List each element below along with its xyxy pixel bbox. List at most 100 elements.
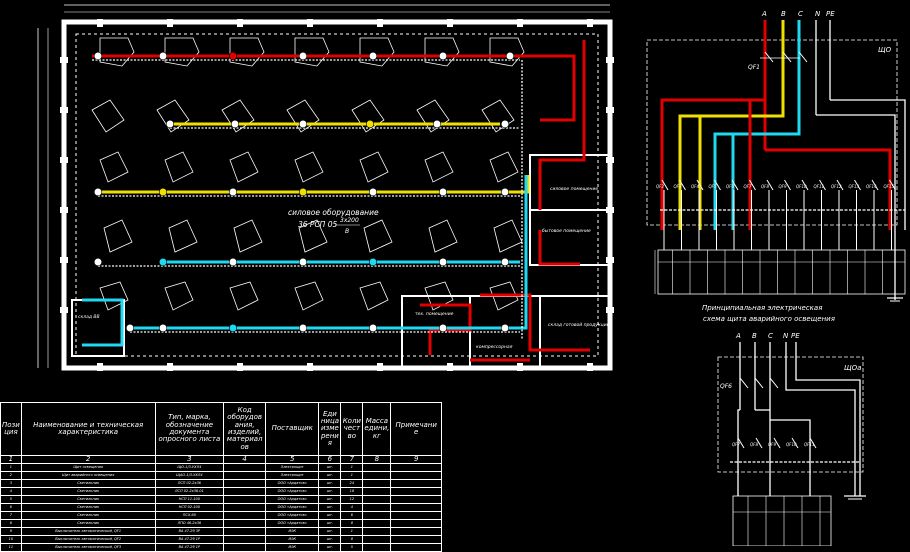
light-fixture-icon bbox=[228, 187, 238, 197]
breaker-label: QF8 bbox=[750, 442, 758, 447]
small-panel-label: ЩОа bbox=[844, 364, 861, 372]
table-header-cell: Тип, марка, обозначение документа опросн… bbox=[154, 402, 225, 456]
table-cell: Светильник bbox=[20, 519, 156, 529]
wall-column bbox=[377, 363, 383, 371]
table-cell bbox=[390, 519, 442, 529]
machine-outline bbox=[428, 219, 458, 253]
machine-outline bbox=[294, 37, 330, 67]
breaker-contact bbox=[791, 437, 799, 449]
machine-outline bbox=[489, 281, 519, 311]
table-cell bbox=[390, 543, 442, 552]
breaker-contact bbox=[737, 437, 745, 449]
room-label-4: склад готовой продукции bbox=[548, 322, 610, 328]
table-cell: ВА 47-29 1P bbox=[154, 543, 225, 552]
room-label-1: склад ВВ bbox=[78, 314, 100, 320]
breaker-label: QF14 bbox=[866, 184, 877, 189]
breaker-label: QF10 bbox=[796, 184, 807, 189]
table-cell: ООО «Ардатов» bbox=[265, 511, 320, 521]
breaker-contact bbox=[809, 437, 817, 449]
machine-outline bbox=[164, 281, 194, 311]
room-label-3: силовое помещение bbox=[550, 187, 598, 192]
table-cell: ЩО-1/3-УХЛ4 bbox=[154, 463, 225, 473]
light-fixtures bbox=[93, 51, 515, 333]
table-cell bbox=[362, 487, 392, 497]
table-cell: 1 bbox=[340, 471, 364, 481]
light-fixture-icon bbox=[158, 257, 168, 267]
small-schematic-table-grid bbox=[733, 496, 831, 546]
breaker-contact bbox=[836, 179, 844, 191]
table-cell: ООО «Ардатов» bbox=[265, 479, 320, 489]
table-cell bbox=[362, 495, 392, 505]
light-fixture-icon bbox=[368, 51, 378, 61]
small-phase-label: N bbox=[783, 332, 789, 340]
breaker-label: QF9 bbox=[768, 442, 776, 447]
machine-outline bbox=[294, 151, 324, 183]
light-fixture-icon bbox=[368, 323, 378, 333]
table-cell: 8 bbox=[0, 519, 22, 529]
table-cell: 11 bbox=[0, 543, 22, 552]
phase-label: B bbox=[781, 10, 786, 18]
table-cell bbox=[223, 471, 267, 481]
machine-outline bbox=[294, 281, 324, 311]
breaker-label: QF11 bbox=[814, 184, 825, 189]
light-fixture-icon bbox=[298, 119, 308, 129]
table-cell bbox=[390, 471, 442, 481]
wiring-neutral bbox=[92, 59, 523, 340]
table-cell: ООО «Ардатов» bbox=[265, 519, 320, 529]
panel-label: ЩО bbox=[878, 46, 892, 54]
machine-outline bbox=[221, 99, 255, 133]
breaker-contact bbox=[679, 179, 686, 191]
table-column-number: 8 bbox=[362, 454, 392, 465]
machine-outline bbox=[493, 219, 523, 253]
table-column-number: 5 bbox=[265, 454, 320, 465]
table-cell: 8 bbox=[340, 519, 364, 529]
light-fixture-icon bbox=[298, 51, 308, 61]
table-cell bbox=[223, 519, 267, 529]
table-cell: Светильник bbox=[20, 487, 156, 497]
breaker-label: QF5 bbox=[709, 184, 717, 189]
breaker-label: QF1 bbox=[748, 64, 760, 71]
table-cell: Выключатель автоматический, QF3 bbox=[20, 543, 156, 552]
table-cell bbox=[223, 527, 267, 537]
wall-column bbox=[97, 363, 103, 371]
light-fixture-icon bbox=[365, 119, 375, 129]
table-cell bbox=[390, 527, 442, 537]
light-fixture-icon bbox=[158, 323, 168, 333]
table-cell: ЛПО 46-2х36 bbox=[154, 519, 225, 529]
table-cell: 9 bbox=[0, 527, 22, 537]
wall-column bbox=[587, 19, 593, 27]
table-header-cell: Масса едини, кг bbox=[362, 402, 392, 456]
table-cell: ООО «Ардатов» bbox=[265, 495, 320, 505]
table-cell: ООО «Ардатов» bbox=[265, 487, 320, 497]
table-header-cell: Коли чест во bbox=[340, 402, 364, 456]
machine-outline bbox=[359, 281, 389, 311]
breaker-contact bbox=[854, 179, 861, 191]
table-cell bbox=[362, 527, 392, 537]
schematic-caption-line2: схема щита аварийного освещения bbox=[703, 315, 835, 323]
breaker-contact bbox=[784, 179, 791, 191]
wiring-phase-b bbox=[98, 122, 530, 194]
light-fixture-icon bbox=[438, 51, 448, 61]
phase-label: N bbox=[815, 10, 821, 18]
breaker-contact bbox=[714, 179, 721, 191]
table-column-number: 7 bbox=[340, 454, 364, 465]
light-fixture-icon bbox=[158, 51, 168, 61]
table-column-number: 3 bbox=[154, 454, 225, 465]
breaker-contact bbox=[766, 179, 774, 191]
table-cell bbox=[390, 495, 442, 505]
light-fixture-icon bbox=[165, 119, 175, 129]
table-column-number: 9 bbox=[390, 454, 442, 465]
table-header-cell: Пози ция bbox=[0, 402, 22, 456]
table-cell: ВА 47-29 3P bbox=[154, 527, 225, 537]
machine-outline bbox=[99, 281, 129, 311]
machine-outline bbox=[233, 219, 263, 253]
table-cell: шт. bbox=[318, 519, 342, 529]
